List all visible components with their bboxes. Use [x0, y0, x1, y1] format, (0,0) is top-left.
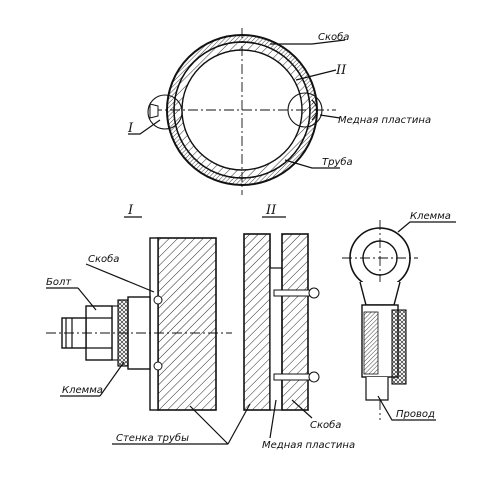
label-clamp-top: Скоба — [318, 31, 349, 43]
section-2-title: II — [265, 203, 277, 218]
section-2-view: II Скоба Медная пластина — [243, 203, 355, 451]
label-clamp-section-2: Скоба — [310, 419, 341, 431]
pipe-wall-callout: Стенка трубы — [112, 403, 251, 445]
label-lug-terminal: Клемма — [410, 211, 451, 222]
label-section-1-top: I — [127, 121, 134, 136]
label-bolt: Болт — [46, 277, 72, 288]
label-copper-plate-top: Медная пластина — [338, 115, 431, 126]
label-wire: Провод — [396, 409, 435, 420]
label-section-2-top: II — [335, 63, 347, 78]
copper-plate-section-2 — [269, 267, 283, 411]
detail-circle-2 — [287, 92, 323, 128]
pipe-wall-section-1 — [157, 237, 217, 411]
nut — [85, 305, 113, 361]
label-clamp-section-1: Скоба — [88, 253, 119, 265]
section-1-title: I — [127, 203, 134, 218]
section-1-view: I Скоба Болт Клемма — [46, 203, 232, 411]
terminal-view: Клемма Провод — [342, 211, 456, 421]
label-lug-section-1: Клемма — [62, 385, 103, 396]
pipe-wall-section-2 — [243, 233, 271, 411]
clamp-section-2 — [281, 233, 309, 411]
wire-insulation — [391, 309, 407, 385]
label-copper-plate-section-2: Медная пластина — [262, 440, 355, 451]
wire — [365, 377, 389, 401]
pipe-top-view: Скоба II Медная пластина I Труба — [127, 28, 431, 195]
label-pipe-top: Труба — [322, 156, 353, 168]
label-pipe-wall: Стенка трубы — [116, 432, 189, 444]
clamp-strip-section-1 — [149, 237, 159, 411]
detail-circle-1 — [147, 94, 183, 130]
